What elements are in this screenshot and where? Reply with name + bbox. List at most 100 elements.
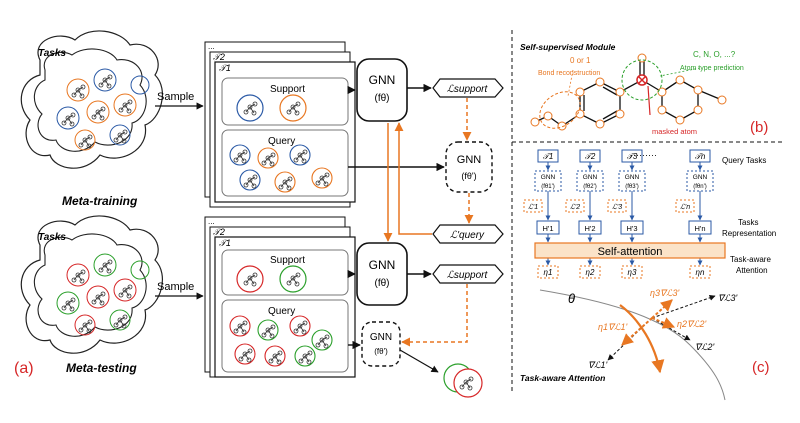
task-aware-label-1: Task-aware: [730, 255, 771, 264]
masked-atom-label: masked atom: [652, 127, 697, 136]
grad-l2-label: ∇ℒ2': [695, 342, 715, 352]
task-loss-label: ℒ'n: [680, 203, 690, 211]
query-task-label: 𝒯3: [627, 152, 638, 161]
task-gnn-label: GNN: [583, 174, 598, 181]
update-direction-curve: [619, 304, 665, 374]
theta-label: θ: [568, 291, 575, 306]
task-loss-box: [607, 199, 627, 213]
panel-c: 𝒯1GNN(fθ1')ℒ'1H'1η1𝒯2GNN(fθ2')ℒ'2H'2η2𝒯3…: [523, 149, 714, 279]
query-box-bottom: [221, 299, 349, 373]
task-cloud-bottom: [20, 215, 164, 354]
gnn-top-param: (fθ): [375, 93, 390, 104]
gnn-top2-param: (fθ'): [461, 171, 476, 181]
task-gnn-label: GNN: [693, 174, 708, 181]
self-attention-box: [534, 242, 726, 259]
task-eta-label: ηn: [696, 268, 705, 277]
query-box-top: [221, 129, 349, 197]
loss-query: ℒ'query: [450, 230, 485, 241]
bond-label-1: 0 or 1: [570, 56, 591, 65]
task-eta-label: η2: [586, 268, 595, 277]
loss-query-tag: [432, 224, 504, 244]
task-eta-box: [537, 265, 559, 279]
loss-landscape-curve: [539, 289, 726, 401]
query-task-label: 𝒯n: [695, 152, 706, 161]
eta-grad-1-label: η1∇ℒ1': [598, 322, 628, 332]
self-attention-label: Self-attention: [598, 246, 663, 258]
task-gnn-box: [686, 170, 714, 192]
ellipsis-top: ...: [208, 42, 215, 51]
task-gnn-label: GNN: [541, 174, 556, 181]
task-t1-bottom: 𝒯1: [219, 238, 231, 248]
gnn-bot2-label: GNN: [370, 332, 392, 343]
task-loss-label: ℒ'1: [528, 203, 538, 211]
gnn-node-bottom-adapted: [361, 321, 401, 367]
task-rep-label: H'1: [542, 224, 553, 233]
gnn-top-label: GNN: [369, 73, 396, 87]
task-gnn-param: (fθ2'): [583, 184, 596, 190]
task-dots: ·········: [630, 150, 657, 160]
grad-l1-label: ∇ℒ1': [588, 360, 608, 370]
task-aware-attention-footer: Task-aware Attention: [520, 373, 605, 383]
task-gnn-param: (fθ1'): [541, 184, 554, 190]
query-task-label: 𝒯1: [543, 152, 554, 161]
loss-support-top: ℒsupport: [447, 84, 489, 95]
ellipsis-bottom: ...: [208, 217, 215, 226]
eta-grad-2-label: η2∇ℒ2': [677, 319, 707, 329]
atom-label-1: C, N, O, ...?: [693, 50, 736, 59]
task-rep-label: H'n: [694, 224, 705, 233]
bond-label-2: Bond reconstruction: [538, 70, 600, 77]
tasks-rep-label-1: Tasks: [738, 218, 758, 227]
task-eta-box: [579, 265, 601, 279]
task-eta-box: [689, 265, 711, 279]
panel-a: Tasks Meta-training Tasks Meta-testing (: [14, 30, 504, 398]
gnn-bot-param: (fθ): [375, 278, 390, 289]
tasks-label-top: Tasks: [38, 48, 66, 59]
tasks-label-bottom: Tasks: [38, 232, 66, 243]
support-label-bottom: Support: [270, 255, 305, 266]
task-eta-label: η3: [628, 268, 637, 277]
task-gnn-param: (fθn'): [693, 184, 706, 190]
query-task-label: 𝒯2: [585, 152, 596, 161]
sample-label-top: Sample: [157, 91, 194, 103]
panel-a-label: (a): [14, 360, 34, 377]
grad-l3-label: ∇ℒ3': [718, 293, 738, 303]
tasks-rep-label-2: Representation: [722, 229, 776, 238]
sample-label-bottom: Sample: [157, 281, 194, 293]
task-rep-label: H'2: [584, 224, 595, 233]
task-cloud-top: [20, 30, 164, 169]
loss-support-top-tag: [432, 78, 504, 98]
query-label-top: Query: [268, 136, 295, 147]
task-eta-box: [621, 265, 643, 279]
gnn-node-top: [356, 58, 408, 122]
task-gnn-box: [576, 170, 604, 192]
task-rep-label: H'3: [626, 224, 637, 233]
panel-b-label: (b): [750, 119, 768, 136]
loss-support-bottom: ℒsupport: [447, 270, 489, 281]
task-t2-top: 𝒯2: [213, 52, 225, 62]
atom-label-2: Atom type prediction: [680, 65, 744, 72]
query-tasks-label: Query Tasks: [722, 156, 766, 165]
gnn-node-top-adapted: [445, 141, 493, 193]
task-loss-box: [675, 199, 695, 213]
loss-support-bottom-tag: [432, 264, 504, 284]
task-eta-label: η1: [544, 268, 553, 277]
meta-training-label: Meta-training: [62, 194, 138, 208]
prediction-output: [443, 363, 483, 398]
gnn-top2-label: GNN: [457, 154, 482, 166]
task-aware-label-2: Attention: [736, 266, 768, 275]
gnn-bot2-param: (fθ'): [374, 347, 388, 356]
panel-b: Self-supervised Module 0 or 1 Bond recon…: [520, 42, 768, 136]
eta-grad-3-label: η3∇ℒ3': [650, 288, 680, 298]
task-t2-bottom: 𝒯2: [213, 227, 225, 237]
gnn-node-bottom: [356, 242, 408, 306]
panel-c-label: (c): [752, 359, 770, 376]
support-label-top: Support: [270, 84, 305, 95]
task-loss-label: ℒ'3: [612, 203, 622, 211]
task-loss-box: [565, 199, 585, 213]
task-t1-top: 𝒯1: [219, 63, 231, 73]
task-gnn-box: [534, 170, 562, 192]
task-gnn-param: (fθ3'): [625, 184, 638, 190]
task-gnn-box: [618, 170, 646, 192]
support-box-top: [221, 77, 349, 126]
